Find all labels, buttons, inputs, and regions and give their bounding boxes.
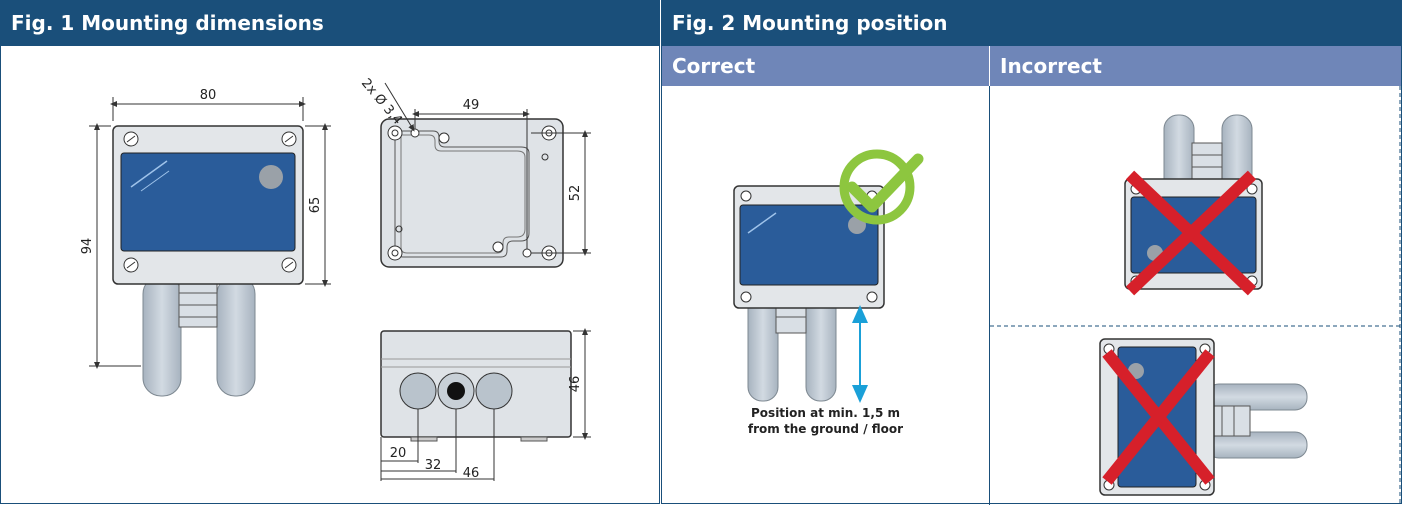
back-dimensions (384, 82, 591, 256)
side-dimensions (380, 328, 591, 481)
correct-header: Correct (662, 46, 989, 86)
front-device (112, 125, 304, 397)
fig1-panel: Fig. 1 Mounting dimensions (0, 0, 660, 504)
dim-height-total: 94 (80, 238, 95, 255)
dim-hole-label: 2x Ø 3,4 (358, 76, 405, 128)
incorrect-header: Incorrect (990, 46, 1401, 86)
dim-hole-spacing-v: 52 (568, 185, 583, 202)
fig2-panel: Fig. 2 Mounting position Correct Incorre… (661, 0, 1402, 505)
note-line-2: from the ground / floor (747, 422, 904, 436)
cross-icon-2 (1102, 349, 1215, 485)
dim-height-body: 65 (308, 197, 323, 214)
dim-gland-1: 20 (390, 446, 407, 461)
dim-gland-3: 46 (463, 466, 480, 481)
back-device (380, 118, 564, 268)
check-icon (839, 149, 924, 225)
dim-hole-spacing-h: 49 (463, 98, 480, 113)
fig2-drawing (733, 86, 1402, 505)
front-dimensions (89, 97, 331, 369)
fig1-title: Fig. 1 Mounting dimensions (1, 1, 659, 46)
dim-gland-2: 32 (425, 458, 442, 473)
correct-device (733, 185, 885, 402)
note-line-1: Position at min. 1,5 m (751, 406, 900, 420)
dim-width-front: 80 (200, 88, 217, 103)
fig1-drawing: 80 94 65 (80, 76, 591, 481)
fig2-title: Fig. 2 Mounting position (662, 1, 1401, 46)
cross-icon-1 (1125, 170, 1257, 296)
side-device (380, 330, 572, 442)
dim-depth: 46 (568, 376, 583, 393)
incorrect-device-upside-down (1124, 114, 1263, 290)
mounting-height-note: Position at min. 1,5 m from the ground /… (662, 405, 989, 437)
